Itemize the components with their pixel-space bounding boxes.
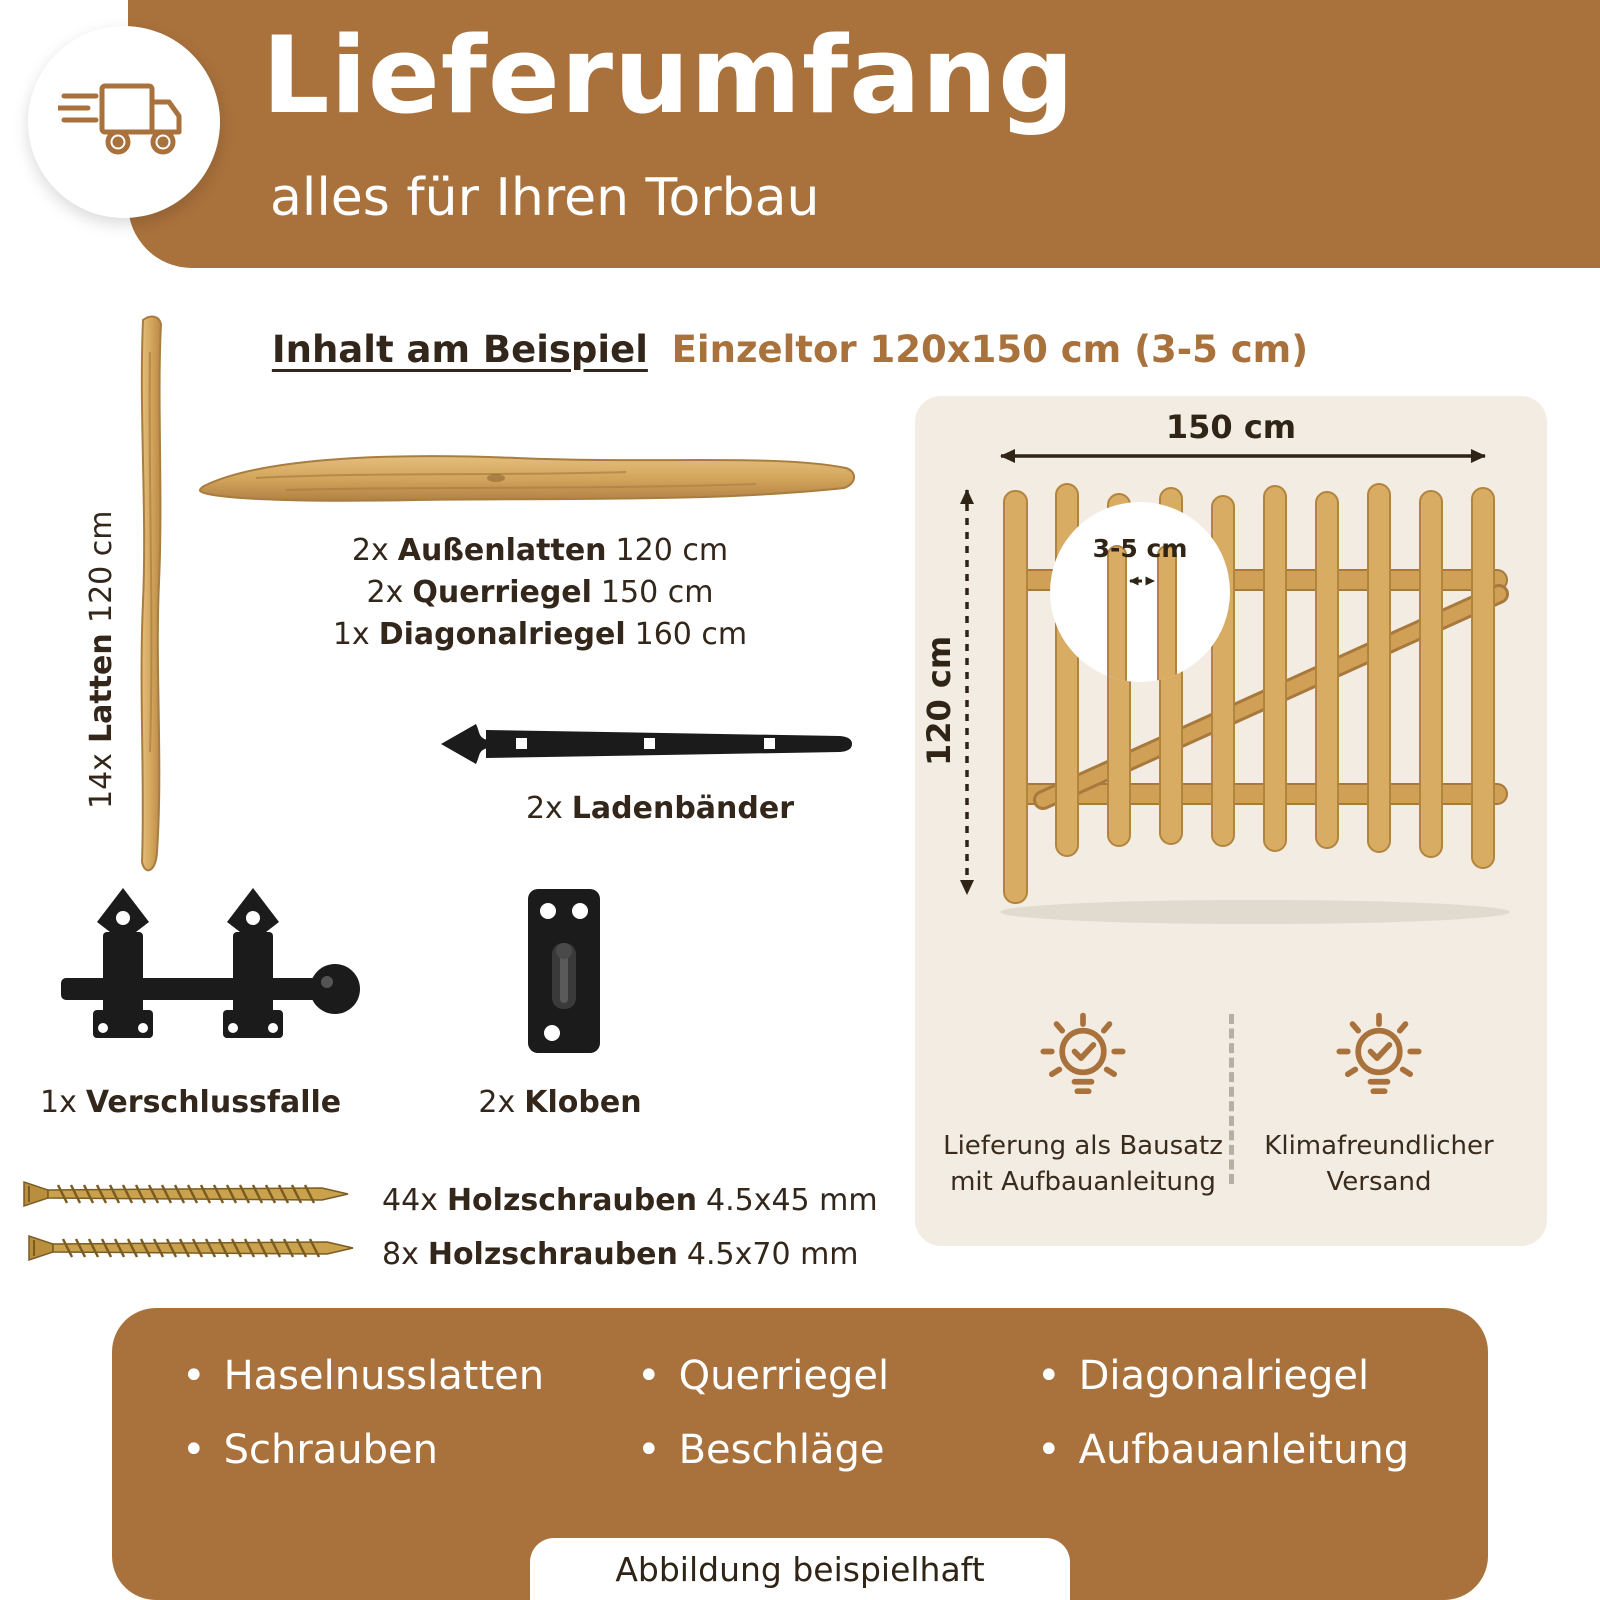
feature-versand-text: Klimafreundlicher Versand — [1264, 1128, 1493, 1200]
verschlussfalle-image — [61, 888, 360, 1038]
schrauben45-qty: 44x — [382, 1183, 438, 1218]
feature-versand-line2: Versand — [1326, 1167, 1432, 1197]
footer-item-diagonalriegel: Diagonalriegel — [1037, 1348, 1432, 1404]
diagonalriegel-qty: 1x — [332, 617, 370, 652]
height-dimension-label: 120 cm — [920, 635, 958, 767]
feature-list: Lieferung als Bausatz mit Aufbauanleitun… — [935, 1008, 1527, 1200]
footer-grid: Haselnusslatten Querriegel Diagonalriege… — [182, 1348, 1432, 1478]
querriegel-size: 150 cm — [600, 575, 714, 610]
diagonalriegel-size: 160 cm — [634, 617, 748, 652]
note-text: Abbildung beispielhaft — [615, 1549, 985, 1589]
ladenband-image — [441, 724, 852, 764]
schrauben70-name: Holzschrauben — [427, 1237, 678, 1272]
ladenbaender-qty: 2x — [525, 791, 563, 826]
feature-bausatz: Lieferung als Bausatz mit Aufbauanleitun… — [935, 1008, 1231, 1200]
intro-label: Inhalt am Beispiel — [271, 328, 648, 371]
width-dimension-label: 150 cm — [1165, 408, 1297, 446]
schrauben45-name: Holzschrauben — [446, 1183, 697, 1218]
feature-bausatz-text: Lieferung als Bausatz mit Aufbauanleitun… — [943, 1128, 1223, 1200]
latten-image — [140, 315, 163, 872]
verschlussfalle-qty: 1x — [40, 1085, 77, 1120]
aussenlatten-name: Außenlatten — [397, 533, 607, 568]
kloben-image — [528, 889, 600, 1053]
features-divider — [1229, 1014, 1234, 1184]
kloben-name: Kloben — [524, 1085, 642, 1120]
schrauben45-size: 4.5x45 mm — [705, 1183, 878, 1218]
footer-item-schrauben: Schrauben — [182, 1422, 637, 1478]
querriegel-name: Querriegel — [412, 575, 592, 610]
gap-detail-circle — [1050, 502, 1230, 682]
page-subtitle: alles für Ihren Torbau — [270, 168, 820, 228]
pole-image — [198, 455, 855, 502]
latten-label: 14x Latten 120 cm — [84, 440, 119, 880]
diagram-panel: 150 cm 120 cm 3-5 cm — [915, 396, 1547, 1246]
gate-illustration — [960, 449, 1510, 924]
latten-name: Latten — [84, 633, 119, 744]
truck-icon — [58, 83, 182, 155]
lightbulb-check-icon — [1040, 1012, 1126, 1095]
footer-item-querriegel: Querriegel — [637, 1348, 1037, 1404]
querriegel-qty: 2x — [366, 575, 404, 610]
latten-qty: 14x — [84, 753, 119, 810]
feature-bausatz-line2: mit Aufbauanleitung — [950, 1167, 1216, 1197]
intro-heading: Inhalt am Beispiel Einzeltor 120x150 cm … — [140, 328, 1440, 371]
feature-versand-line1: Klimafreundlicher — [1264, 1131, 1494, 1161]
feature-bausatz-line1: Lieferung als Bausatz — [943, 1131, 1223, 1161]
note-box: Abbildung beispielhaft — [530, 1538, 1070, 1600]
aussenlatten-qty: 2x — [351, 533, 389, 568]
gap-dimension-label: 3-5 cm — [1092, 534, 1188, 563]
screw-70-image — [28, 1234, 354, 1262]
schrauben70-qty: 8x — [382, 1237, 419, 1272]
screw-45-image — [23, 1180, 349, 1208]
schrauben70-size: 4.5x70 mm — [686, 1237, 859, 1272]
feature-versand: Klimafreundlicher Versand — [1231, 1008, 1527, 1200]
aussenlatten-size: 120 cm — [615, 533, 729, 568]
diagonalriegel-name: Diagonalriegel — [378, 617, 626, 652]
latten-size: 120 cm — [84, 510, 119, 624]
footer-item-aufbauanleitung: Aufbauanleitung — [1037, 1422, 1432, 1478]
ladenbaender-name: Ladenbänder — [571, 791, 795, 826]
footer-item-haselnusslatten: Haselnusslatten — [182, 1348, 637, 1404]
header-banner — [128, 0, 1600, 268]
intro-value: Einzeltor 120x150 cm (3-5 cm) — [671, 328, 1309, 371]
verschlussfalle-name: Verschlussfalle — [85, 1085, 342, 1120]
kloben-qty: 2x — [478, 1085, 516, 1120]
page-title: Lieferumfang — [262, 14, 1075, 137]
truck-badge — [28, 26, 220, 218]
lightbulb-check-icon — [1336, 1012, 1422, 1095]
footer-item-beschlaege: Beschläge — [637, 1422, 1037, 1478]
